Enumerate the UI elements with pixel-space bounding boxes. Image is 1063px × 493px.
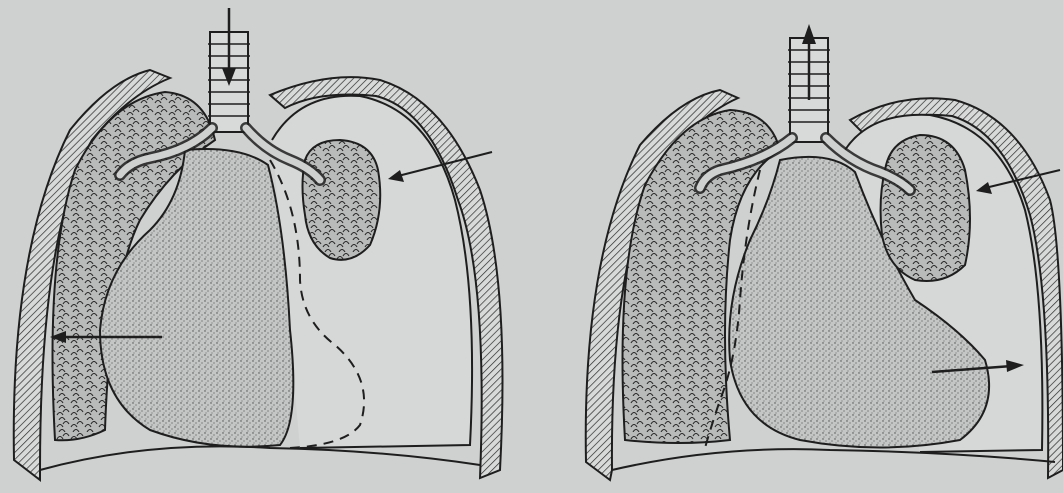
panel-expiration <box>586 24 1063 480</box>
lung-collapsed <box>303 140 381 260</box>
panel-inspiration <box>14 8 503 480</box>
diaphragm <box>612 449 1055 470</box>
lung-collapsed <box>881 135 970 281</box>
diaphragm <box>40 446 480 470</box>
